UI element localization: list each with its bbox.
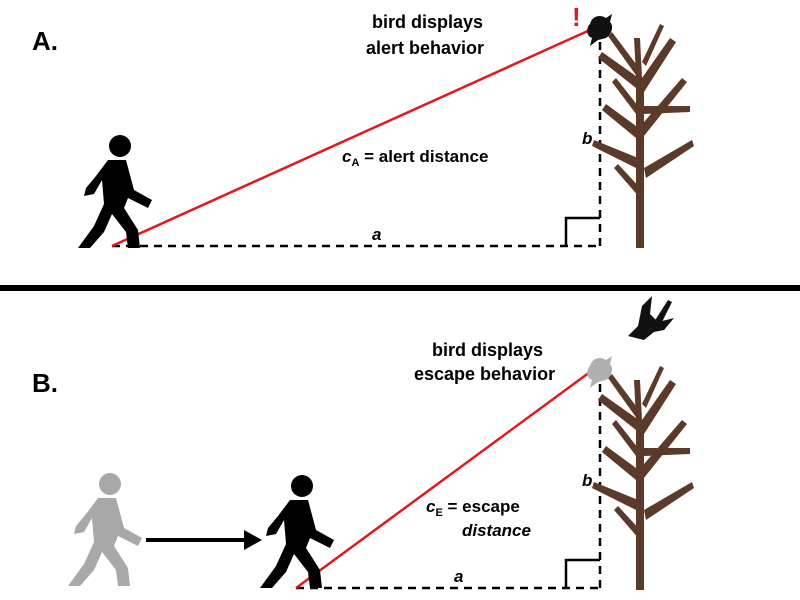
- leg-a-label: a: [372, 225, 381, 244]
- walking-person-icon: [78, 135, 152, 248]
- arrow-icon: [146, 530, 262, 550]
- leg-b-label: b: [582, 129, 592, 148]
- panel-b: B.: [32, 296, 694, 590]
- right-angle-marker: [564, 216, 600, 246]
- escape-distance-label: cE = escape: [426, 497, 520, 519]
- tree-icon: [592, 24, 694, 248]
- hypotenuse-alert-line: [111, 28, 591, 248]
- walking-person-icon: [260, 475, 334, 588]
- bird-faded-icon: [587, 356, 613, 388]
- alert-distance-label: cA = alert distance: [342, 147, 488, 169]
- bird-alert-text-line2: alert behavior: [366, 38, 484, 58]
- bird-escape-text-line1: bird displays: [432, 340, 543, 360]
- alert-exclamation: !: [572, 2, 581, 32]
- panel-b-label: B.: [32, 368, 58, 398]
- bird-alert-text-line1: bird displays: [372, 12, 483, 32]
- panel-a: A. ! bird displays alert behavior cA = a…: [32, 2, 694, 248]
- flying-bird-icon: [628, 296, 674, 340]
- escape-distance-label-line2: distance: [462, 521, 531, 540]
- bird-escape-text-line2: escape behavior: [414, 364, 555, 384]
- panel-a-label: A.: [32, 26, 58, 56]
- walking-person-faded-icon: [68, 473, 142, 586]
- leg-a-label: a: [454, 567, 463, 586]
- bird-icon: [587, 14, 613, 46]
- tree-icon: [592, 366, 694, 590]
- leg-b-label: b: [582, 471, 592, 490]
- hypotenuse-escape-line: [295, 370, 591, 590]
- right-angle-marker: [564, 558, 600, 588]
